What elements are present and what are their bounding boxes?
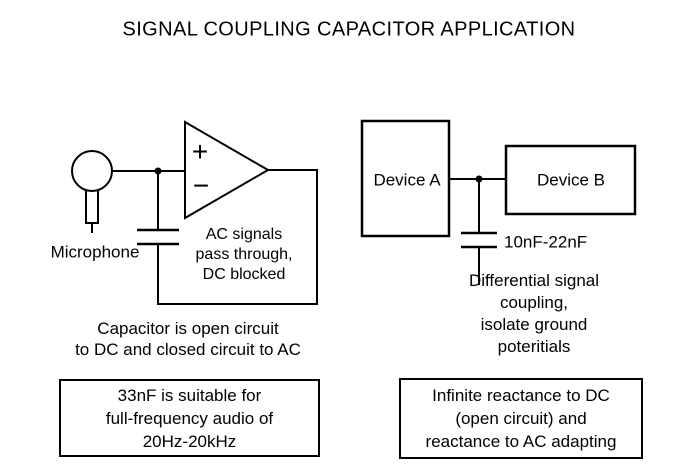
opamp-plus-label: + bbox=[191, 136, 209, 167]
left-note-box: 33nF is suitable for full-frequency audi… bbox=[59, 379, 320, 457]
capacitor-value-label: 10nF-22nF bbox=[504, 232, 588, 252]
capacitor-note: AC signals pass through, DC blocked bbox=[195, 226, 293, 283]
left-caption: Capacitor is open circuit to DC and clos… bbox=[75, 319, 301, 359]
mic-opamp-circuit bbox=[71, 120, 318, 305]
microphone-label: Microphone bbox=[50, 242, 140, 262]
device-b-label: Device B bbox=[536, 170, 606, 190]
right-note-text: Infinite reactance to DC (open circuit) … bbox=[425, 386, 617, 451]
opamp-triangle-icon bbox=[184, 120, 270, 220]
left-note-text: 33nF is suitable for full-frequency audi… bbox=[105, 385, 274, 451]
right-caption: Differential signal coupling, isolate gr… bbox=[468, 271, 600, 356]
right-note-box: Infinite reactance to DC (open circuit) … bbox=[399, 378, 643, 459]
microphone-icon bbox=[71, 150, 113, 192]
device-coupling-circuit bbox=[360, 119, 637, 285]
diagram-title: SIGNAL COUPLING CAPACITOR APPLICATION bbox=[122, 18, 576, 41]
opamp-minus-label: − bbox=[192, 170, 210, 201]
device-a-label: Device A bbox=[373, 170, 441, 190]
